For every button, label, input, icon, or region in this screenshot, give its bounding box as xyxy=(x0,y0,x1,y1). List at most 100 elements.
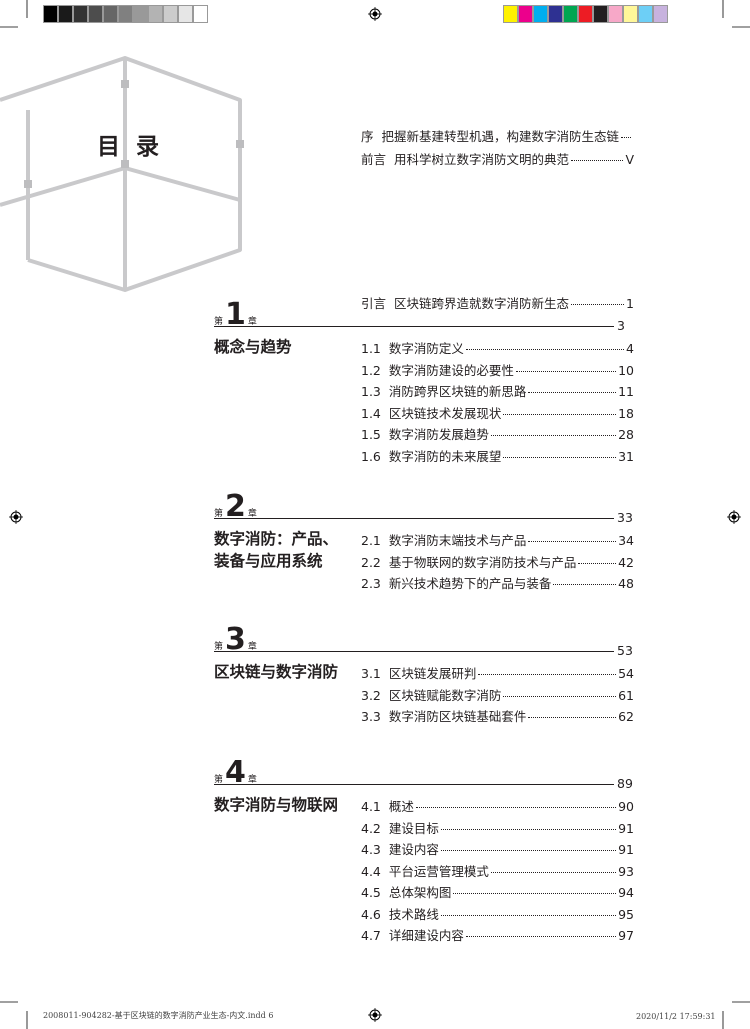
toc-entry-title: 消防跨界区块链的新思路 xyxy=(388,384,527,399)
color-swatch xyxy=(133,5,148,23)
toc-entry-number: 4.7 xyxy=(361,928,381,943)
registration-mark-icon xyxy=(727,510,741,524)
dot-leader xyxy=(503,413,617,415)
toc-entry-page: Ⅲ xyxy=(633,129,634,144)
registration-mark-icon xyxy=(368,7,382,21)
toc-entry-title: 区块链赋能数字消防 xyxy=(388,687,502,703)
chapter-divider xyxy=(214,518,614,519)
color-swatch xyxy=(653,5,668,23)
chapter-number-di: 第 xyxy=(214,317,224,327)
toc-entry-title: 详细建设内容 xyxy=(388,928,464,943)
color-swatch xyxy=(623,5,638,23)
toc-entry-number: 3.3 xyxy=(361,709,381,724)
toc-entry-title: 技术路线 xyxy=(388,906,439,922)
chapter-number-n: 4 xyxy=(225,755,246,790)
toc-entry-page: 31 xyxy=(618,448,634,464)
chapter-title[interactable]: 数字消防：产品、 xyxy=(214,530,339,548)
dot-leader xyxy=(465,936,617,937)
toc-entry-number: 1.2 xyxy=(361,362,381,378)
chapter-number-n: 2 xyxy=(225,489,246,524)
dot-leader xyxy=(571,304,625,305)
toc-entry-number: 4.4 xyxy=(361,863,381,879)
color-swatch xyxy=(578,5,593,23)
toc-entry-page: 94 xyxy=(618,885,634,900)
toc-entry-page: 28 xyxy=(618,427,634,442)
toc-entry-page: 91 xyxy=(618,842,634,857)
toc-entry-page: 95 xyxy=(618,906,634,922)
dot-leader xyxy=(553,584,617,585)
registration-mark-icon xyxy=(9,510,23,524)
toc-entry-page: 90 xyxy=(618,799,634,814)
dot-leader xyxy=(578,562,617,564)
chapter-number-zhang: 章 xyxy=(247,509,257,519)
toc-entry-title: 区块链跨界造就数字消防新生态 xyxy=(394,296,570,311)
toc-entry-title: 把握新基建转型机遇，构建数字消防生态链 xyxy=(381,129,620,144)
toc-entry-page: 42 xyxy=(618,554,634,570)
color-swatch xyxy=(103,5,118,23)
footer-file-info: 2008011-904282-基于区块链的数字消防产业生态-内文.indd 6 xyxy=(43,1011,274,1020)
gray-color-bar xyxy=(43,5,208,23)
toc-entry-number: 2.3 xyxy=(361,576,381,591)
toc-entry-title: 数字消防定义 xyxy=(388,341,464,356)
color-swatch xyxy=(43,5,58,23)
toc-entry-number: 4.2 xyxy=(361,820,381,836)
toc-entry[interactable]: 4.4 平台运营管理模式 93 xyxy=(361,861,634,879)
toc-entry-page: 18 xyxy=(618,405,634,421)
dot-leader xyxy=(440,828,617,830)
toc-entry-title: 数字消防建设的必要性 xyxy=(388,362,514,378)
cube-outline-graphic xyxy=(0,56,244,292)
toc-entry-page: 34 xyxy=(618,533,634,548)
toc-entry[interactable]: 4.6 技术路线 95 xyxy=(361,904,634,922)
toc-entry[interactable]: 4.7 详细建设内容 97 xyxy=(361,925,634,943)
color-swatch xyxy=(88,5,103,23)
color-swatch xyxy=(163,5,178,23)
color-swatch xyxy=(73,5,88,23)
toc-entry-page: 97 xyxy=(618,928,634,943)
chapter-title[interactable]: 装备与应用系统 xyxy=(214,552,323,570)
color-swatch xyxy=(593,5,608,23)
toc-entry-number: 4.6 xyxy=(361,906,381,922)
chapter-number-di: 第 xyxy=(214,775,224,785)
toc-entry-page: 4 xyxy=(626,341,634,356)
toc-entry-page: 93 xyxy=(618,863,634,879)
chapter-number-di: 第 xyxy=(214,509,224,519)
toc-entry-number: 3.1 xyxy=(361,666,381,681)
color-swatch xyxy=(638,5,653,23)
toc-entry-page: 61 xyxy=(618,687,634,703)
toc-entry-number: 1.5 xyxy=(361,427,381,442)
toc-entry-number: 4.1 xyxy=(361,799,381,814)
color-swatch xyxy=(608,5,623,23)
toc-entry-page: 54 xyxy=(618,666,634,681)
page-title: 目 录 xyxy=(97,134,164,160)
toc-entry-title: 平台运营管理模式 xyxy=(388,863,489,879)
chapter-title[interactable]: 区块链与数字消防 xyxy=(214,663,339,681)
chapter-title[interactable]: 概念与趋势 xyxy=(214,338,292,356)
toc-entry-title: 数字消防末端技术与产品 xyxy=(388,533,527,548)
toc-entry-number: 前言 xyxy=(361,152,387,167)
chapter-title[interactable]: 数字消防与物联网 xyxy=(214,796,339,814)
dot-leader xyxy=(415,807,617,808)
toc-entry-number: 引言 xyxy=(361,296,387,311)
dot-leader xyxy=(503,456,617,458)
